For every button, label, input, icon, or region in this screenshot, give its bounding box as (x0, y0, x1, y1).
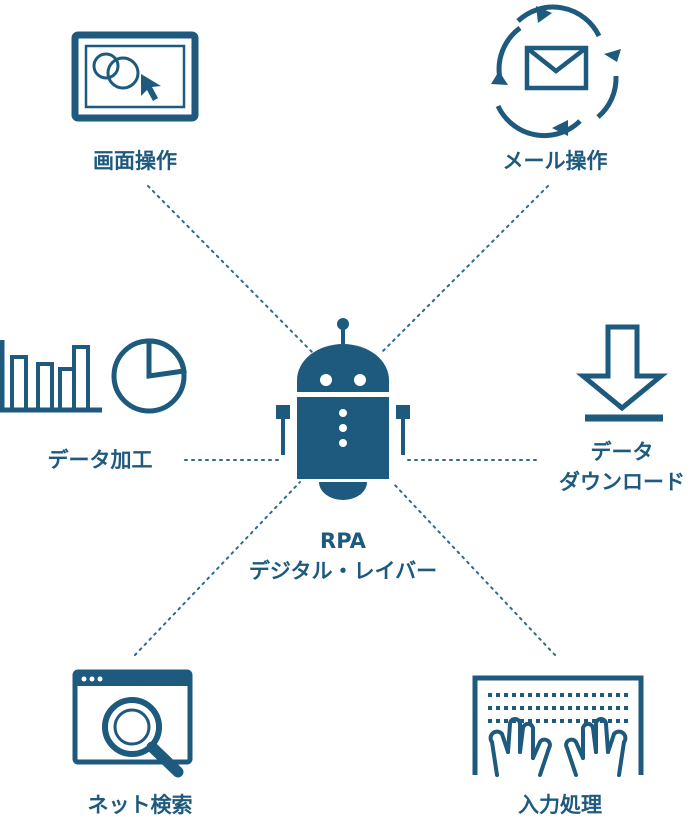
keyboard-hands-icon (472, 675, 644, 777)
connector-search (134, 481, 301, 656)
connector-input (391, 481, 556, 656)
label-download-line-2: ダウンロード (559, 470, 685, 494)
label-data-line: データ加工 (47, 448, 153, 472)
bar-pie-chart-icon (0, 338, 187, 414)
connectors (134, 185, 556, 656)
browser-search-icon (72, 669, 193, 778)
label-input: 入力処理 (480, 790, 640, 820)
mail-cycle-icon (491, 4, 621, 139)
screen-cursor-icon (71, 31, 199, 122)
label-mail: メール操作 (475, 146, 635, 176)
download-arrow-icon (576, 324, 668, 422)
label-input-line: 入力処理 (518, 793, 602, 817)
label-data: データ加工 (20, 445, 180, 475)
center-label-line-2: デジタル・レイバー (248, 559, 438, 583)
center-label-line-1: RPA (320, 529, 366, 553)
robot-icon (276, 318, 410, 500)
label-download-line-1: データ (590, 440, 654, 464)
connector-screen (147, 185, 313, 353)
label-download: データ ダウンロード (545, 437, 699, 497)
connector-mail (381, 185, 549, 353)
label-mail-line: メール操作 (502, 149, 608, 173)
label-search: ネット検索 (60, 790, 220, 820)
label-screen: 画面操作 (55, 146, 215, 176)
label-screen-line: 画面操作 (93, 149, 177, 173)
center-label: RPA デジタル・レイバー (225, 526, 461, 586)
label-search-line: ネット検索 (87, 793, 193, 817)
